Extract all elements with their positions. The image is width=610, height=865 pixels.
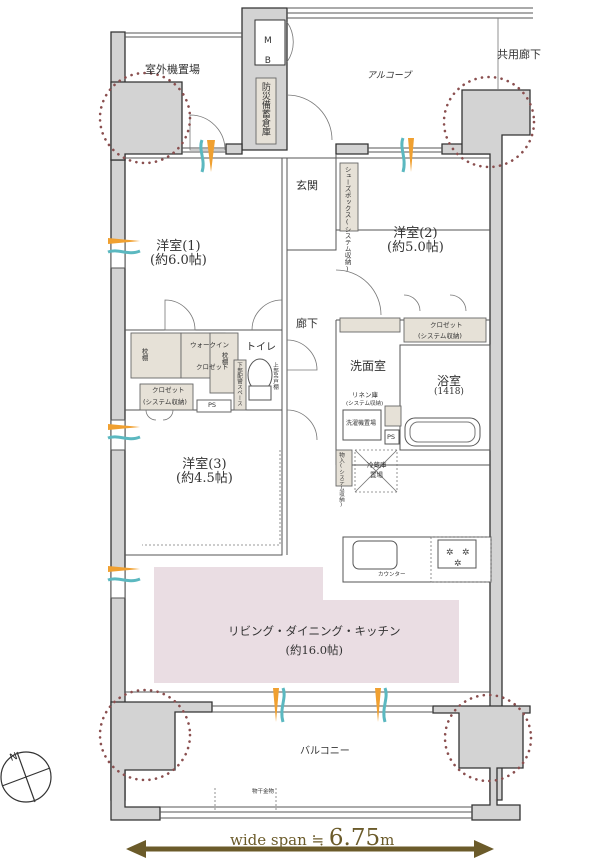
compass-icon [0,751,52,803]
common-corridor: 共用廊下 [497,48,541,61]
room-name: 浴室 [436,374,461,388]
shelf-right-label: 枕棚 [220,352,229,365]
room-size: (約6.0帖) [150,253,207,269]
room-size: (約5.0帖) [387,240,444,256]
svg-text:✲: ✲ [446,548,454,558]
pillar-marker [442,75,536,169]
storage-label: 物入(システム収納) [338,452,345,508]
disaster-storage-box [255,77,277,145]
walk-in-closet-label-2: クロゼット [196,363,229,371]
shelf-left-label: 枕棚 [140,348,149,361]
counter-label: カウンター [378,572,406,578]
closet-1-label-1: クロゼット [152,386,185,394]
walk-in-closet-label-1: ウォークイン [190,341,229,349]
pillar-bottom-left [110,701,213,821]
closet-2-label-1: クロゼット [430,321,463,329]
meter-box-label: M B [262,36,273,66]
pillar-bottom-right [432,705,531,821]
closet-1-label-2: (システム収納) [143,398,187,406]
room-hallway: 廊下 [296,317,318,330]
laundry-hardware-label: 物干金物 [252,789,275,795]
pillar-top-left [110,81,183,161]
shoe-box-label: シューズボックス(システム収納) [343,166,352,273]
room-bathroom: 浴室 (1418) [434,374,464,398]
outdoor-unit-area: 室外機置場 [145,63,200,76]
fridge-label-1: 冷蔵庫 [367,461,387,469]
wide-span-label: wide span ≒ 6.75m [230,825,394,851]
room-balcony: バルコニー [300,746,350,757]
room-washroom: 洗面室 [350,359,387,373]
linen-label-2: (システム収納) [346,401,384,407]
fridge-label-2: 置場 [370,471,383,479]
room-entrance: 玄関 [296,179,318,192]
svg-text:✲: ✲ [454,559,462,569]
upper-cabinet-label: 上部吊戸棚 [272,362,279,390]
laundry-label: 洗濯機置場 [346,420,377,427]
room-toilet: トイレ [246,342,276,353]
room-alcove: アルコーブ [367,71,412,81]
pillar-marker [98,71,192,165]
closet-2-label-2: (システム収納) [418,332,462,340]
linen-label-1: リネン庫 [352,391,378,399]
room-name: 洋室(3) [182,457,227,472]
room-size: (約16.0帖) [285,642,344,657]
pipe-space-label: 下部配管スペース [236,362,243,406]
room-western-1: 洋室(1) (約6.0帖) [150,239,207,269]
disaster-storage-label: 防災備蓄倉庫 [259,82,270,136]
wall-mid-top [335,143,369,155]
ps-label-2: PS [387,433,396,441]
ps-label-1: PS [208,401,217,409]
span-arrow-icon [126,840,494,858]
span-prefix: wide span ≒ [230,831,329,849]
room-western-3: 洋室(3) (約4.5帖) [176,457,233,487]
svg-text:✲: ✲ [462,548,470,558]
span-value: 6.75 [328,825,381,851]
pillar-marker [443,693,533,783]
room-name: リビング・ダイニング・キッチン [228,624,401,638]
room-size: (約4.5帖) [176,471,233,487]
room-ldk: リビング・ダイニング・キッチン (約16.0帖) [228,625,401,656]
wall-entry-top [225,143,243,155]
room-size: (1418) [434,387,464,398]
room-name: 洋室(2) [393,226,438,241]
span-unit: m [380,831,395,849]
airflow-icon [107,137,414,723]
room-name: 洋室(1) [156,239,201,254]
ldk-highlight [154,567,459,683]
room-western-2: 洋室(2) (約5.0帖) [387,226,444,256]
pillar-marker [98,688,192,782]
